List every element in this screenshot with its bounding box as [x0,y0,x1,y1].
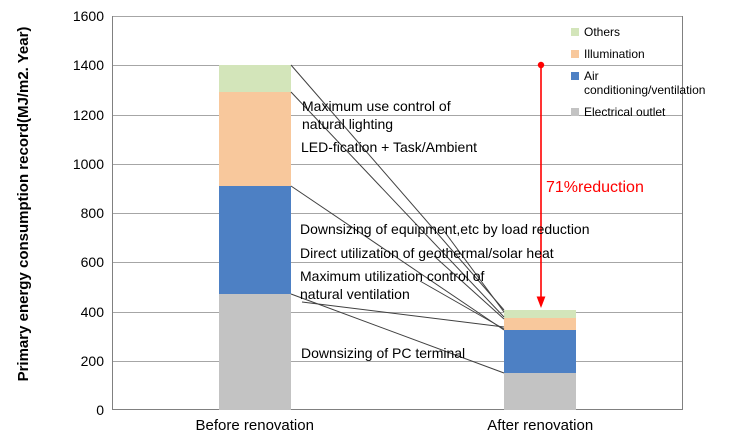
gridline-600 [113,262,682,264]
y-tick-label: 1600 [72,8,104,24]
gridline-1600 [113,16,682,17]
bar-segment-air-conditioning-ventilation [218,185,291,295]
y-tick-label: 600 [80,254,104,271]
annotation-text: Downsizing of equipment,etc by load redu… [300,221,590,237]
y-tick-label: 200 [80,352,104,369]
y-tick-label: 1400 [72,57,104,74]
y-tick-label: 1000 [72,155,104,172]
legend-swatch [571,50,579,58]
reduction-label: 71%reduction [546,179,644,196]
annotation-text: Maximum use control of natural lighting [302,98,451,132]
bar-segment-others [504,310,577,318]
legend-swatch [571,108,579,116]
annotation-text: Direct utilization of geothermal/solar h… [300,245,554,261]
legend-label: Electrical outlet [584,105,666,119]
bar-segment-illumination [218,92,291,186]
bar-segment-illumination [504,317,577,330]
bar-segment-others [218,65,291,93]
annotation-text: LED-fication + Task/Ambient [301,139,477,155]
gridline-1000 [113,163,682,165]
annotation-text: Downsizing of PC terminal [301,345,466,361]
y-tick-label: 1200 [72,106,104,123]
y-tick-label: 800 [80,205,104,221]
legend-swatch [571,28,579,36]
legend-item-electrical-outlet: Electrical outlet [571,105,683,119]
bar-segment-electrical-outlet [218,294,291,410]
bar-segment-electrical-outlet [504,373,577,410]
legend-label: Air conditioning/ventilation [584,69,706,97]
legend-item-illumination: Illumination [571,47,683,61]
legend-item-air-conditioning-ventilation: Air conditioning/ventilation [571,69,705,97]
legend-label: Illumination [584,47,645,61]
legend-label: Others [584,25,621,39]
legend-item-others: Others [571,25,683,39]
annotation-text: Maximum utilization control of natural v… [300,268,485,302]
gridline-400 [113,311,682,313]
y-tick-label: 400 [80,303,104,320]
x-category-label: After renovation [487,417,594,434]
gridline-800 [113,213,682,214]
y-tick-label: 0 [96,402,104,418]
bar-segment-air-conditioning-ventilation [504,329,577,374]
x-category-label: Before renovation [195,417,314,434]
legend-swatch [571,72,579,80]
